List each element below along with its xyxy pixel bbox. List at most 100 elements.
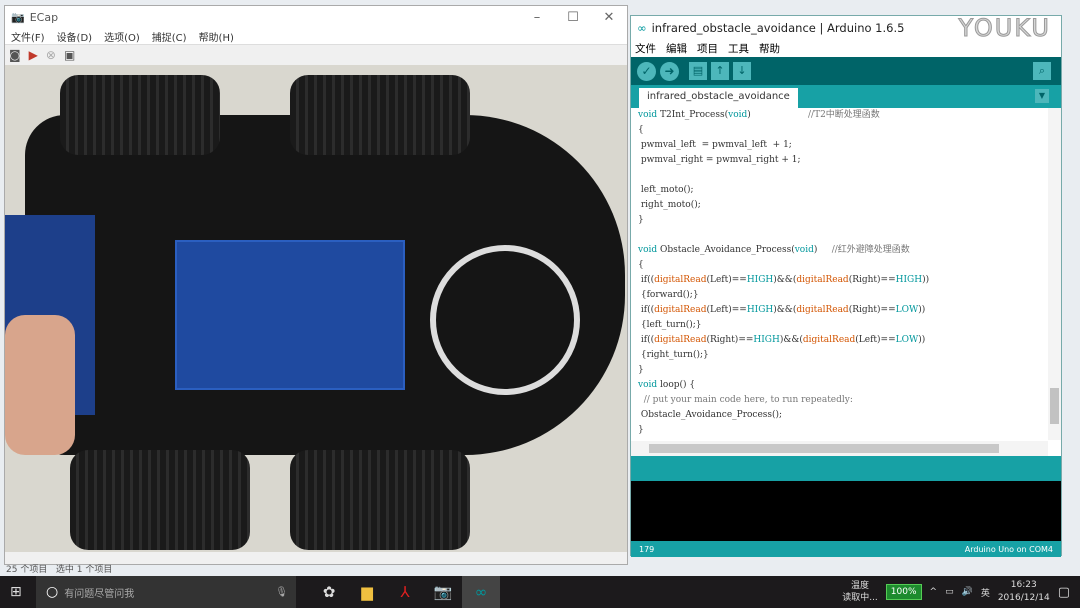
code-line: pwmval_left = pwmval_left + 1; [638, 138, 792, 153]
code-line: {forward();} [638, 288, 699, 303]
ecap-window: 📷 ECap –☐✕ 文件(F) 设备(D) 选项(O) 捕捉(C) 帮助(H)… [4, 5, 628, 565]
snapshot-icon[interactable]: ◙ [9, 48, 21, 62]
horizontal-scrollbar[interactable] [631, 441, 1048, 456]
stop-icon[interactable]: ⊗ [45, 48, 56, 62]
notification-icon[interactable]: ▢ [1057, 584, 1070, 600]
status-bar: 179 Arduino Uno on COM4 [631, 541, 1061, 557]
code-token: void [638, 245, 658, 255]
vertical-scrollbar[interactable] [1048, 108, 1061, 440]
menu-capture[interactable]: 捕捉(C) [151, 32, 187, 44]
code-token: )) [918, 335, 926, 345]
code-line: { [638, 123, 644, 138]
code-token: T2Int_Process( [657, 110, 729, 120]
menu-sketch[interactable]: 项目 [697, 42, 718, 55]
board-port: Arduino Uno on COM4 [964, 544, 1053, 554]
toolbar: ✓ ➜ ▤ ↑ ↓ ⌕ [631, 57, 1061, 85]
code-token: { [638, 125, 644, 135]
code-token: (Right)== [706, 335, 754, 345]
code-token: right_moto(); [638, 200, 701, 210]
scroll-thumb[interactable] [1050, 388, 1059, 424]
tab-menu-icon[interactable]: ▼ [1035, 89, 1049, 103]
code-token: {left_turn();} [638, 320, 702, 330]
tab-bar: infrared_obstacle_avoidance ▼ [631, 85, 1061, 108]
temp-status: 读取中... [842, 593, 878, 603]
code-token: Obstacle_Avoidance_Process( [657, 245, 795, 255]
code-token: digitalRead [796, 275, 849, 285]
title-bar: 📷 ECap –☐✕ [5, 6, 627, 28]
app-icon[interactable]: ✿ [322, 583, 336, 601]
code-line: Obstacle_Avoidance_Process(); [638, 408, 782, 423]
start-button[interactable]: ⊞ [10, 584, 22, 600]
code-line: {right_turn();} [638, 348, 709, 363]
code-token: (Right)== [848, 275, 896, 285]
menu-file[interactable]: 文件 [635, 42, 656, 55]
acrobat-icon[interactable]: ⅄ [400, 583, 410, 601]
code-editor[interactable]: void T2Int_Process(void) //T2中断处理函数{ pwm… [631, 108, 1061, 456]
code-token: pwmval_right = pwmval_right + 1; [638, 155, 801, 165]
menu-edit[interactable]: 编辑 [666, 42, 687, 55]
close-button[interactable]: ✕ [603, 9, 615, 25]
code-token: ) [813, 245, 832, 255]
volume-icon[interactable]: 🔊 [961, 587, 973, 597]
ecap-icon[interactable]: 📷 [433, 583, 453, 601]
console [631, 481, 1061, 541]
menu-file[interactable]: 文件(F) [11, 32, 45, 44]
code-line: left_moto(); [638, 183, 694, 198]
code-token: HIGH [746, 275, 774, 285]
code-token: //红外避障处理函数 [831, 245, 910, 255]
code-line: if((digitalRead(Left)==HIGH)&&(digitalRe… [638, 303, 925, 318]
microphone-icon[interactable]: 🎙 [275, 586, 288, 598]
code-token: (Left)== [706, 275, 747, 285]
upload-icon[interactable]: ➜ [660, 61, 679, 81]
file-explorer-icon[interactable]: ▆ [361, 583, 373, 601]
code-token: {right_turn();} [638, 350, 709, 360]
code-line: if((digitalRead(Right)==HIGH)&&(digitalR… [638, 333, 925, 348]
save-icon[interactable]: ↓ [733, 62, 751, 80]
new-icon[interactable]: ▤ [689, 62, 707, 80]
code-line: { [638, 258, 644, 273]
open-icon[interactable]: ↑ [711, 62, 729, 80]
code-token: LOW [895, 305, 919, 315]
scroll-thumb[interactable] [649, 444, 999, 453]
network-icon[interactable]: ▭ [945, 587, 954, 597]
line-number: 179 [639, 544, 655, 554]
menu-bar: 文件 编辑 项目 工具 帮助 [631, 39, 1061, 57]
image-icon[interactable]: ▣ [63, 48, 76, 62]
ime-indicator[interactable]: 英 [980, 588, 990, 599]
menu-help[interactable]: 帮助(H) [198, 32, 234, 44]
serial-monitor-icon[interactable]: ⌕ [1033, 62, 1051, 80]
selected-count: 选中 1 个项目 [55, 565, 113, 575]
tray-chevron-icon[interactable]: ^ [929, 587, 938, 597]
code-line: if((digitalRead(Left)==HIGH)&&(digitalRe… [638, 273, 929, 288]
toolbar: ◙ ▶ ⊗ ▣ [5, 45, 627, 65]
code-token: void [638, 110, 658, 120]
code-line: } [638, 213, 644, 228]
minimize-button[interactable]: – [533, 9, 541, 25]
message-area [631, 456, 1061, 481]
battery-badge[interactable]: 100% [885, 584, 922, 600]
verify-icon[interactable]: ✓ [637, 61, 656, 81]
code-line: } [638, 423, 644, 438]
maximize-button[interactable]: ☐ [567, 9, 579, 25]
play-icon[interactable]: ▶ [28, 48, 38, 62]
menu-device[interactable]: 设备(D) [56, 32, 93, 44]
code-token: digitalRead [796, 305, 849, 315]
menu-options[interactable]: 选项(O) [104, 32, 140, 44]
code-token: } [638, 425, 644, 435]
menu-tools[interactable]: 工具 [728, 42, 749, 55]
tab-sketch[interactable]: infrared_obstacle_avoidance [639, 88, 798, 108]
window-title: infrared_obstacle_avoidance | Arduino 1.… [651, 20, 905, 35]
temp-label: 温度 [850, 581, 869, 591]
code-line: {left_turn();} [638, 318, 702, 333]
taskbar: ⊞ ○有问题尽管问我🎙 ✿ ▆ ⅄ 📷 ∞ 温度读取中... 100% ^ ▭ … [0, 576, 1080, 608]
cortana-search[interactable]: ○有问题尽管问我🎙 [36, 576, 296, 608]
temperature-widget[interactable]: 温度读取中... [842, 580, 878, 604]
code-token: digitalRead [654, 305, 707, 315]
code-line: void Obstacle_Avoidance_Process(void) //… [638, 243, 910, 258]
menu-help[interactable]: 帮助 [759, 42, 780, 55]
arduino-icon[interactable]: ∞ [462, 576, 500, 608]
code-token: if(( [638, 305, 655, 315]
cortana-icon: ○ [46, 584, 59, 600]
code-token: HIGH [895, 275, 923, 285]
